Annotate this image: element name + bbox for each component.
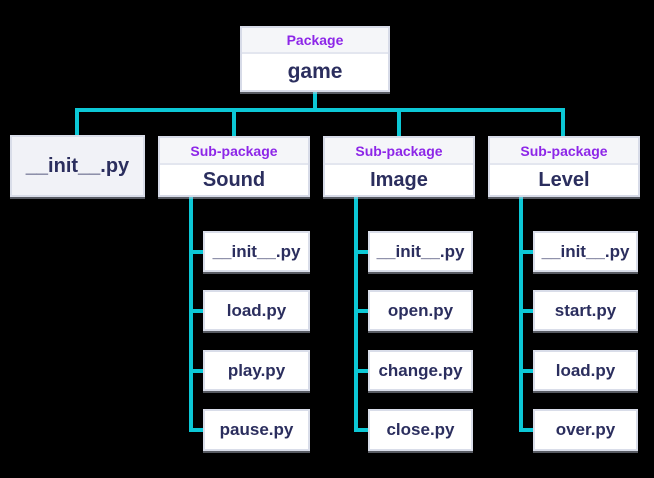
file-node: open.py bbox=[368, 290, 473, 331]
connector-line bbox=[519, 428, 535, 432]
subpackage-name-label: Level bbox=[490, 165, 638, 195]
file-node-root-init: __init__.py bbox=[10, 135, 145, 197]
connector-line bbox=[354, 428, 370, 432]
file-node: __init__.py bbox=[368, 231, 473, 272]
file-node: load.py bbox=[533, 350, 638, 391]
file-node: __init__.py bbox=[203, 231, 310, 272]
file-node: pause.py bbox=[203, 409, 310, 451]
subpackage-node-sound: Sub-package Sound bbox=[158, 136, 310, 197]
connector-line bbox=[75, 108, 565, 112]
connector-line bbox=[354, 309, 370, 313]
file-node: change.py bbox=[368, 350, 473, 391]
file-node: play.py bbox=[203, 350, 310, 391]
file-node: over.py bbox=[533, 409, 638, 451]
file-node: close.py bbox=[368, 409, 473, 451]
connector-line bbox=[397, 108, 401, 137]
subpackage-node-image: Sub-package Image bbox=[323, 136, 475, 197]
package-name-label: game bbox=[242, 54, 388, 90]
package-tag-label: Package bbox=[242, 28, 388, 54]
subpackage-name-label: Image bbox=[325, 165, 473, 195]
subpackage-tag-label: Sub-package bbox=[325, 138, 473, 165]
connector-line bbox=[519, 309, 535, 313]
file-node: __init__.py bbox=[533, 231, 638, 272]
subpackage-node-level: Sub-package Level bbox=[488, 136, 640, 197]
connector-line bbox=[75, 108, 79, 136]
connector-line bbox=[519, 369, 535, 373]
connector-line bbox=[519, 250, 535, 254]
connector-line bbox=[561, 108, 565, 137]
subpackage-tag-label: Sub-package bbox=[490, 138, 638, 165]
connector-line bbox=[189, 309, 205, 313]
connector-line bbox=[189, 250, 205, 254]
file-node: start.py bbox=[533, 290, 638, 331]
connector-line bbox=[354, 250, 370, 254]
connector-line bbox=[189, 369, 205, 373]
connector-line bbox=[189, 196, 193, 432]
package-node-game: Package game bbox=[240, 26, 390, 92]
subpackage-name-label: Sound bbox=[160, 165, 308, 195]
subpackage-tag-label: Sub-package bbox=[160, 138, 308, 165]
connector-line bbox=[313, 90, 317, 110]
connector-line bbox=[232, 108, 236, 137]
file-node: load.py bbox=[203, 290, 310, 331]
connector-line bbox=[354, 369, 370, 373]
connector-line bbox=[189, 428, 205, 432]
connector-line bbox=[354, 196, 358, 432]
connector-line bbox=[519, 196, 523, 432]
